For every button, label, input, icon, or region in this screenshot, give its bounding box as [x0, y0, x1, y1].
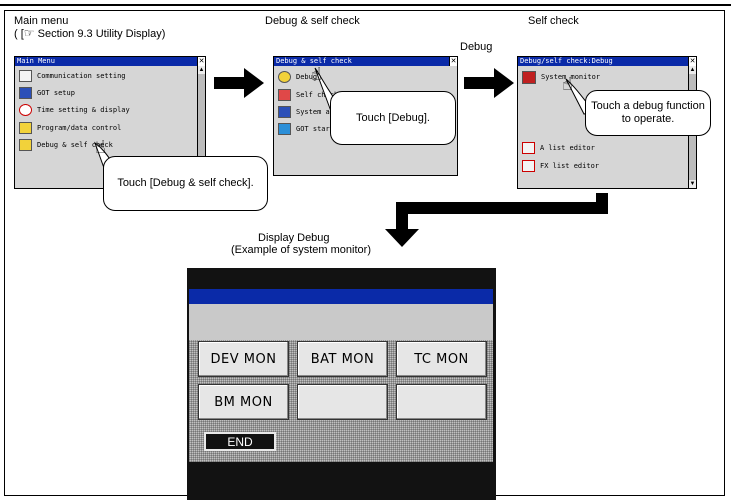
close-icon[interactable]: ✕ — [688, 57, 696, 66]
caption-example: (Example of system monitor) — [231, 244, 371, 256]
empty-button-2[interactable] — [396, 384, 487, 420]
caption-self-check: Self check — [528, 15, 579, 27]
callout-touch-debug-self-check: Touch [Debug & self check]. — [103, 156, 268, 211]
callout-touch-debug-function: Touch a debug function to operate. — [585, 90, 711, 136]
tc-mon-button[interactable]: TC MON — [396, 341, 487, 377]
caption-section-ref: ( [☞ Section 9.3 Utility Display) — [14, 26, 166, 40]
pointing-hand-icon: ☝ — [311, 64, 322, 84]
menu-item-label: System monitor — [541, 73, 601, 81]
menu-item-label: Time setting & display — [37, 106, 130, 114]
display-header-area — [189, 304, 493, 340]
scroll-up-icon[interactable]: ▲ — [198, 66, 205, 74]
callout-touch-debug: Touch [Debug]. — [330, 91, 456, 145]
menu-item-communication[interactable]: Communication setting — [19, 69, 126, 83]
scroll-down-icon[interactable]: ▼ — [689, 180, 696, 188]
menu-item-label: A list editor — [540, 144, 595, 152]
menu-item-program-data[interactable]: Program/data control — [19, 121, 121, 135]
menu-item-label: Debug & self check — [37, 141, 113, 149]
bat-mon-button[interactable]: BAT MON — [297, 341, 388, 377]
section-ref-text: Section 9.3 Utility Display) — [37, 28, 166, 40]
reference-hand-icon: ☞ — [23, 26, 35, 40]
debug-titlebar: Debug/self check:Debug — [518, 57, 696, 66]
menu-item-fx-list-editor[interactable]: FX list editor — [522, 159, 599, 173]
caption-debug: Debug — [460, 41, 493, 53]
empty-button-1[interactable] — [297, 384, 388, 420]
system-monitor-icon — [522, 70, 536, 84]
caption-display-debug: Display Debug — [258, 232, 330, 244]
main-menu-titlebar: Main Menu — [15, 57, 205, 66]
menu-item-label: FX list editor — [540, 162, 600, 170]
debug-self-check-titlebar: Debug & self check — [274, 57, 457, 66]
debug-icon — [278, 71, 291, 83]
fx-list-editor-icon — [522, 160, 535, 172]
menu-item-label: Debug — [296, 73, 318, 81]
close-icon[interactable]: ✕ — [449, 57, 457, 66]
menu-item-label: GOT start t — [296, 125, 343, 133]
header-rule — [0, 4, 731, 6]
menu-item-system-monitor[interactable]: System monitor — [522, 70, 600, 84]
menu-item-debug-self-check[interactable]: Debug & self check — [19, 138, 113, 152]
end-button[interactable]: END — [204, 432, 276, 451]
bm-mon-button[interactable]: BM MON — [198, 384, 289, 420]
menu-item-label: Communication setting — [37, 72, 126, 80]
display-titlebar — [189, 289, 493, 304]
arrow-elbow-horizontal — [396, 202, 608, 214]
menu-item-system-alarm[interactable]: System a — [278, 105, 330, 119]
dev-mon-button[interactable]: DEV MON — [198, 341, 289, 377]
debug-icon — [19, 139, 32, 151]
pointing-hand-icon: ☝ — [95, 137, 106, 157]
menu-item-label: Self check — [296, 91, 339, 99]
arrow-down-icon — [385, 213, 419, 247]
menu-item-label: System a — [296, 108, 330, 116]
got-start-icon — [278, 123, 291, 135]
close-icon[interactable]: ✕ — [197, 57, 205, 66]
menu-item-self-check[interactable]: Self check — [278, 88, 338, 102]
a-list-editor-icon — [522, 142, 535, 154]
clock-icon — [19, 104, 32, 116]
menu-item-time-setting[interactable]: Time setting & display — [19, 103, 130, 117]
folder-icon — [19, 122, 32, 134]
menu-item-got-start-time[interactable]: GOT start t — [278, 122, 342, 136]
communication-icon — [19, 70, 32, 82]
pointing-hand-icon: ☝ — [562, 74, 573, 94]
got-setup-icon — [19, 87, 32, 99]
arrow-right-icon — [464, 68, 514, 98]
menu-item-a-list-editor[interactable]: A list editor — [522, 141, 595, 155]
scroll-up-icon[interactable]: ▲ — [689, 66, 696, 74]
self-check-icon — [278, 89, 291, 101]
menu-item-label: Program/data control — [37, 124, 122, 132]
menu-item-debug[interactable]: Debug — [278, 70, 317, 84]
menu-item-label: GOT setup — [37, 89, 75, 97]
menu-item-got-setup[interactable]: GOT setup — [19, 86, 75, 100]
caption-debug-self-check: Debug & self check — [265, 15, 360, 27]
system-alarm-icon — [278, 106, 291, 118]
arrow-right-icon — [214, 68, 264, 98]
caption-main-menu: Main menu — [14, 15, 69, 27]
